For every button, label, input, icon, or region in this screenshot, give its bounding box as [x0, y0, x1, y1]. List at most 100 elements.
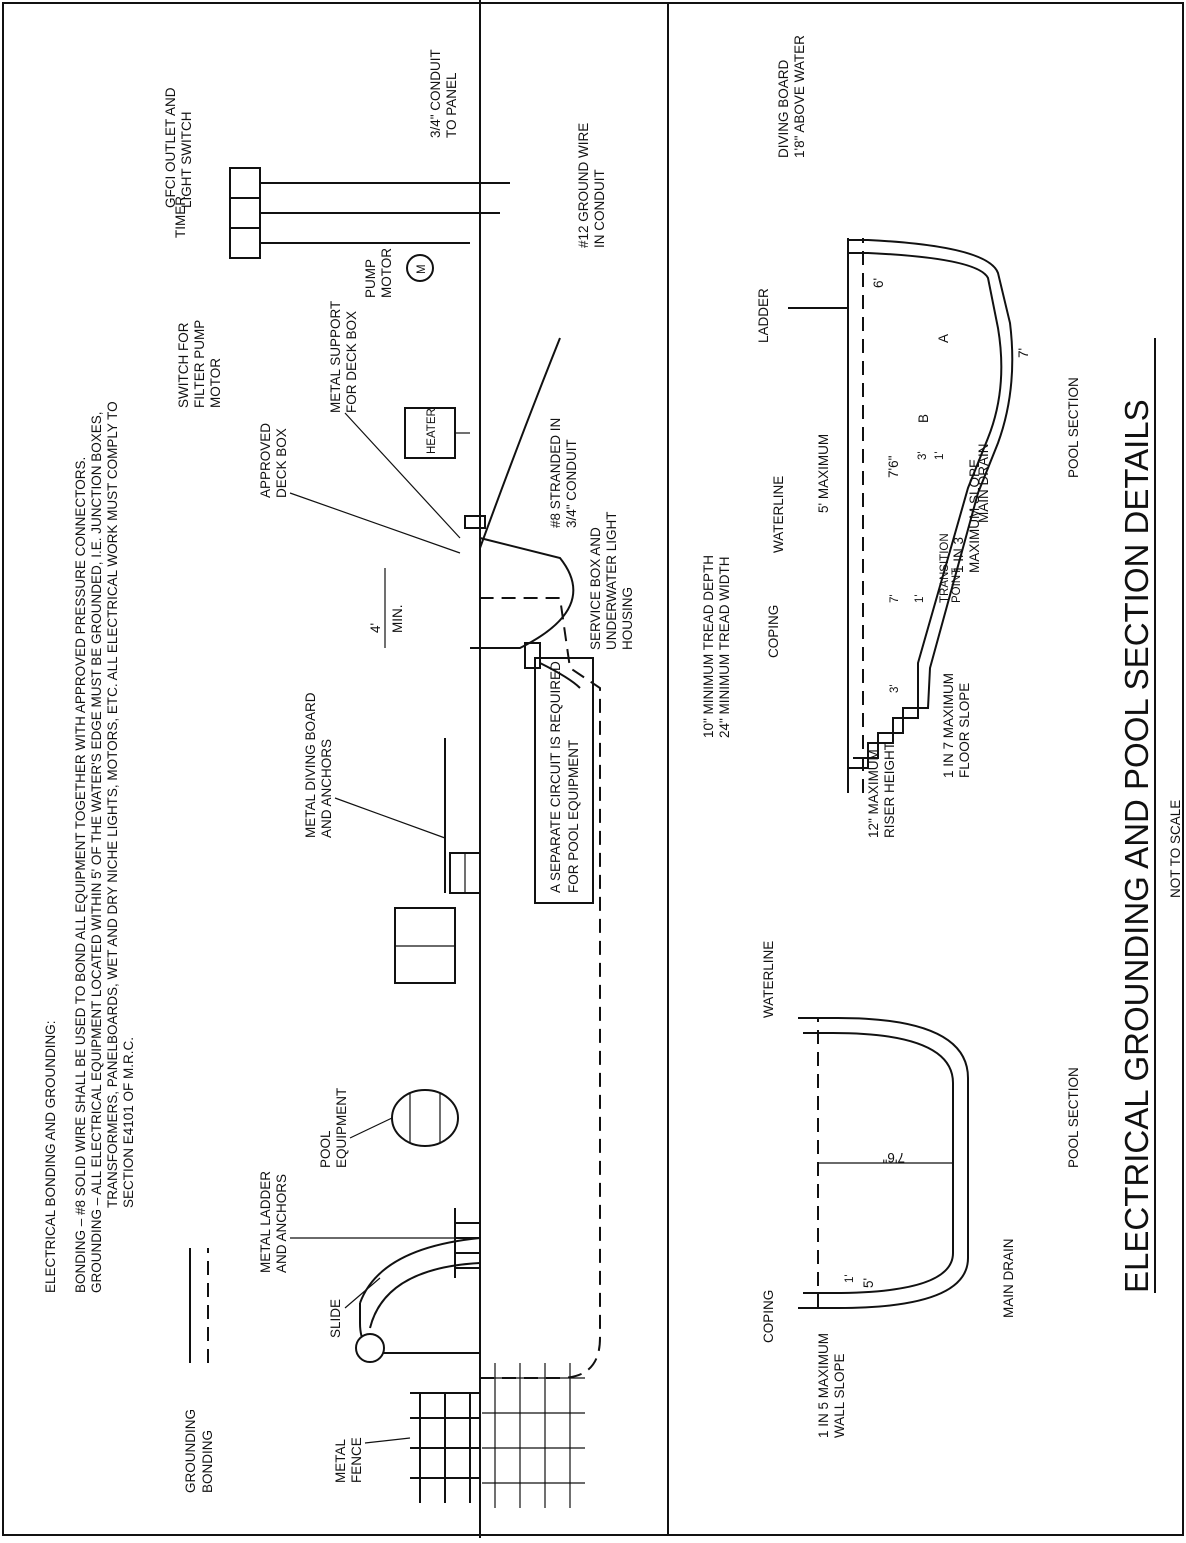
label-small-wall-slope-2: WALL SLOPE — [832, 1353, 847, 1438]
notes-grounding-3: SECTION E4101 OF M.R.C. — [121, 1037, 136, 1208]
label-pump-2: MOTOR — [379, 248, 394, 298]
pool-small-outline — [798, 1017, 969, 1309]
pool-equipment-tank — [391, 1089, 459, 1147]
label-metal-support-2: FOR DECK BOX — [344, 311, 359, 413]
label-large-dim-a: A — [936, 334, 951, 343]
label-switch-3: MOTOR — [208, 358, 223, 408]
label-large-slope-1in3-2: MAXIMUM SLOPE — [967, 459, 982, 573]
pool-large-inner — [848, 239, 1014, 759]
label-large-dim-b: B — [916, 414, 931, 423]
leader-slide — [344, 1277, 381, 1309]
notes-grounding-2: TRANSFORMERS, PANELBOARDS, WET AND DRY N… — [105, 401, 120, 1208]
label-large-dim-3b: 3' — [889, 684, 901, 693]
pool-section-small: 7'6" 5' 1' WATERLINE COPING 1 IN 5 MAXIM… — [761, 941, 1081, 1438]
label-large-waterline: WATERLINE — [771, 476, 786, 553]
legend: GROUNDING BONDING — [183, 1248, 215, 1493]
label-large-riser-1: 12" MAXIMUM — [866, 749, 881, 838]
separate-circuit-box — [534, 657, 594, 904]
label-ladder-1: METAL LADDER — [258, 1171, 273, 1273]
label-pump-1: PUMP — [363, 259, 378, 298]
label-small-caption: POOL SECTION — [1066, 1067, 1081, 1168]
label-large-caption: POOL SECTION — [1066, 377, 1081, 478]
label-service-box-3: HOUSING — [620, 587, 635, 650]
timer-switch-gfci-boxes — [229, 167, 510, 259]
pool-small-inner — [803, 1032, 954, 1294]
bonding-panel: ELECTRICAL BONDING AND GROUNDING: BONDIN… — [43, 0, 635, 1538]
label-large-riser-2: RISER HEIGHT — [882, 742, 897, 838]
metal-fence — [410, 1392, 480, 1503]
label-large-main-drain: MAIN DRAIN — [976, 443, 991, 523]
pool-large-outline — [848, 252, 1003, 769]
label-separate-circuit-2: FOR POOL EQUIPMENT — [566, 740, 581, 893]
leader-metal-support — [344, 412, 461, 539]
label-separate-circuit-1: A SEPARATE CIRCUIT IS REQUIRED — [548, 661, 563, 893]
label-switch-1: SWITCH FOR — [176, 322, 191, 408]
label-deck-box-2: DECK BOX — [274, 428, 289, 498]
label-min: MIN. — [390, 605, 405, 634]
legend-grounding-label: GROUNDING — [183, 1409, 198, 1493]
label-diving-board-1: METAL DIVING BOARD — [303, 692, 318, 838]
label-large-dim-1a: 1' — [934, 451, 946, 460]
slide — [355, 1237, 481, 1363]
label-gfci-1: GFCI OUTLET AND — [163, 87, 178, 208]
label-large-diving-board-2: 1'8" ABOVE WATER — [792, 35, 807, 158]
label-diving-board-2: AND ANCHORS — [319, 739, 334, 838]
label-conduit-1: 3/4" CONDUIT — [428, 49, 443, 138]
label-pool-equipment-2: EQUIPMENT — [334, 1088, 349, 1168]
leader-fence — [364, 1437, 411, 1444]
pool-bonding-path — [480, 597, 601, 1379]
label-small-waterline: WATERLINE — [761, 941, 776, 1018]
label-large-slope-1in3-1: 1 IN 3 — [951, 537, 966, 573]
rebar-grid — [482, 1363, 585, 1508]
legend-bonding-label: BONDING — [200, 1430, 215, 1493]
label-service-box-2: UNDERWATER LIGHT — [604, 511, 619, 650]
label-large-dim-1b: 1' — [914, 594, 926, 603]
leader-diving-board — [334, 797, 446, 839]
label-pool-equipment-1: POOL — [318, 1130, 333, 1168]
pool-section-panel: 7'6" 5' 1' WATERLINE COPING 1 IN 5 MAXIM… — [701, 35, 1183, 1438]
label-large-dim-3a: 3' — [917, 451, 929, 460]
label-large-transition-2: POINT — [951, 568, 963, 603]
pool-equipment-box — [394, 907, 456, 984]
label-large-five-max: 5' MAXIMUM — [816, 434, 831, 513]
label-stranded-1: #8 STRANDED IN — [548, 418, 563, 528]
leader-deck-box — [289, 492, 461, 554]
label-timer: TIMER — [173, 196, 188, 238]
label-large-slope-1in7-2: FLOOR SLOPE — [957, 683, 972, 778]
pool-section-large: DIVING BOARD 1'8" ABOVE WATER LADDER 6' … — [701, 35, 1081, 838]
metal-diving-board — [444, 738, 481, 894]
label-small-dim-76: 7'6" — [882, 1150, 905, 1165]
label-conduit-2: TO PANEL — [444, 72, 459, 138]
label-service-box-1: SERVICE BOX AND — [588, 527, 603, 650]
label-large-slope-1in7-1: 1 IN 7 MAXIMUM — [941, 673, 956, 778]
label-small-wall-slope-1: 1 IN 5 MAXIMUM — [816, 1333, 831, 1438]
drawing-subtitle: NOT TO SCALE — [1168, 800, 1183, 898]
label-small-main-drain: MAIN DRAIN — [1001, 1238, 1016, 1318]
label-switch-2: FILTER PUMP — [192, 320, 207, 408]
label-metal-support-1: METAL SUPPORT — [328, 301, 343, 413]
conduit-8-stranded — [479, 337, 561, 549]
label-ground-wire-1: #12 GROUND WIRE — [576, 123, 591, 248]
notes-bonding: BONDING – #8 SOLID WIRE SHALL BE USED TO… — [73, 457, 88, 1293]
label-gfci-2: LIGHT SWITCH — [179, 111, 194, 208]
label-large-dim-76: 7'6" — [886, 455, 901, 478]
notes-header: ELECTRICAL BONDING AND GROUNDING: — [43, 1020, 58, 1293]
label-large-dim-7b: 7' — [889, 594, 901, 603]
label-motor-symbol: M — [416, 264, 428, 274]
label-slide: SLIDE — [328, 1299, 343, 1338]
label-deck-box-1: APPROVED — [258, 423, 273, 498]
label-small-coping: COPING — [761, 1290, 776, 1343]
label-large-dim-7: 7' — [1016, 348, 1031, 358]
label-small-dim-5: 5' — [861, 1278, 876, 1288]
drawing-title: ELECTRICAL GROUNDING AND POOL SECTION DE… — [1118, 399, 1155, 1293]
pump-motor-symbol — [406, 254, 434, 282]
label-stranded-2: 3/4" CONDUIT — [564, 439, 579, 528]
label-ladder-2: AND ANCHORS — [274, 1174, 289, 1273]
label-large-transition-1: TRANSITION — [939, 533, 951, 603]
label-large-diving-board-1: DIVING BOARD — [776, 59, 791, 158]
label-large-tread-1: 10" MINIMUM TREAD DEPTH — [701, 555, 716, 738]
light-niche — [464, 515, 581, 689]
label-large-tread-2: 24" MINIMUM TREAD WIDTH — [717, 556, 732, 738]
